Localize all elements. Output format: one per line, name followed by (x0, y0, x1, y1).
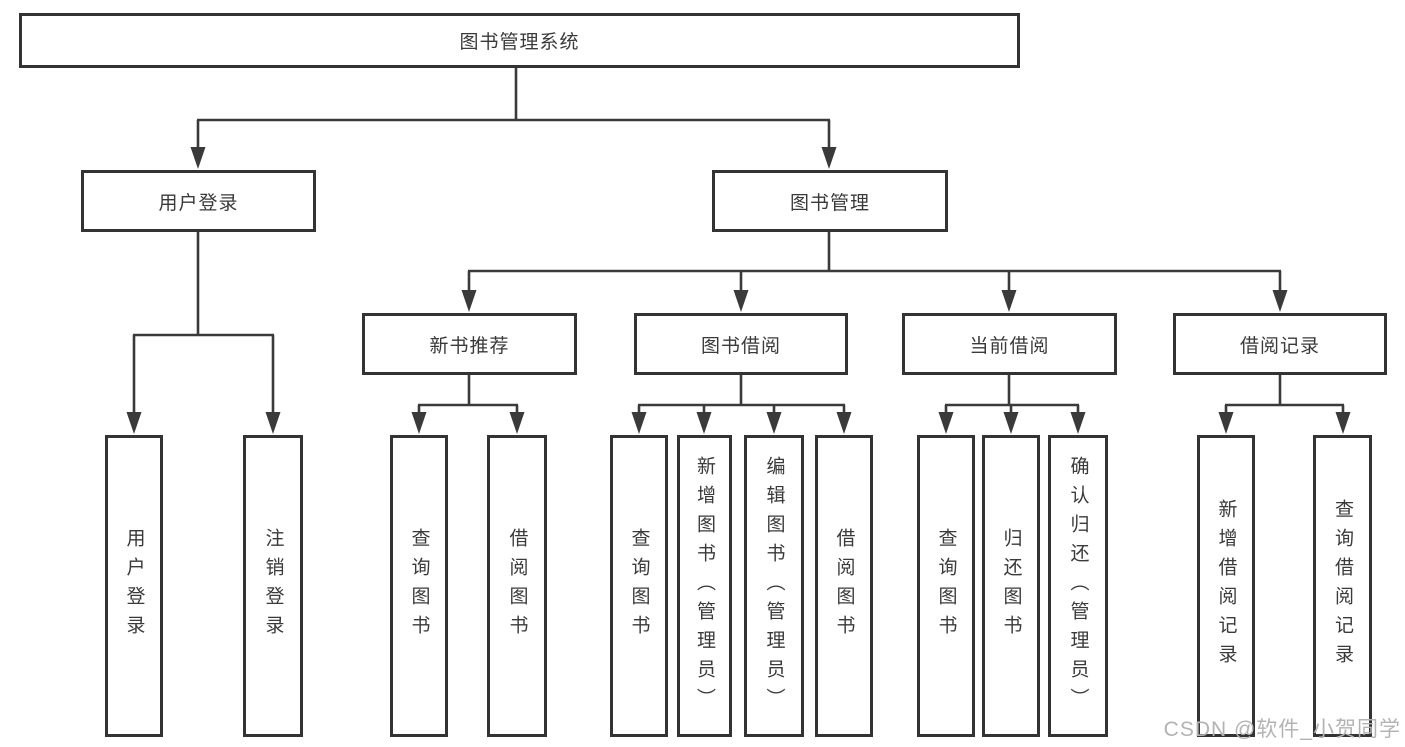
node-user-login: 用户登录 (81, 170, 316, 232)
node-borrow-record: 借阅记录 (1173, 313, 1387, 375)
watermark: CSDN @软件_小贺同学 (1163, 718, 1401, 741)
leaf-borrow-book: 借阅图书 (815, 435, 873, 737)
leaf-edit-book-admin: 编辑图书（管理员） (744, 435, 804, 737)
leaf-query-borrow-record: 查询借阅记录 (1313, 435, 1372, 737)
node-current-borrow: 当前借阅 (902, 313, 1117, 375)
leaf-query-book-current: 查询图书 (917, 435, 975, 737)
leaf-query-book-borrow: 查询图书 (610, 435, 668, 737)
node-book-borrow: 图书借阅 (634, 313, 848, 375)
leaf-add-borrow-record: 新增借阅记录 (1197, 435, 1255, 737)
leaf-add-book-admin: 新增图书（管理员） (677, 435, 732, 737)
leaf-logout: 注销登录 (243, 435, 303, 737)
leaf-confirm-return-admin: 确认归还（管理员） (1048, 435, 1108, 737)
leaf-query-book-recommend: 查询图书 (390, 435, 448, 737)
leaf-user-login: 用户登录 (105, 435, 163, 737)
node-book-management: 图书管理 (712, 170, 948, 232)
node-new-book-recommend: 新书推荐 (362, 313, 577, 375)
leaf-return-book: 归还图书 (982, 435, 1040, 737)
leaf-borrow-book-recommend: 借阅图书 (487, 435, 547, 737)
node-library-system: 图书管理系统 (19, 13, 1020, 68)
